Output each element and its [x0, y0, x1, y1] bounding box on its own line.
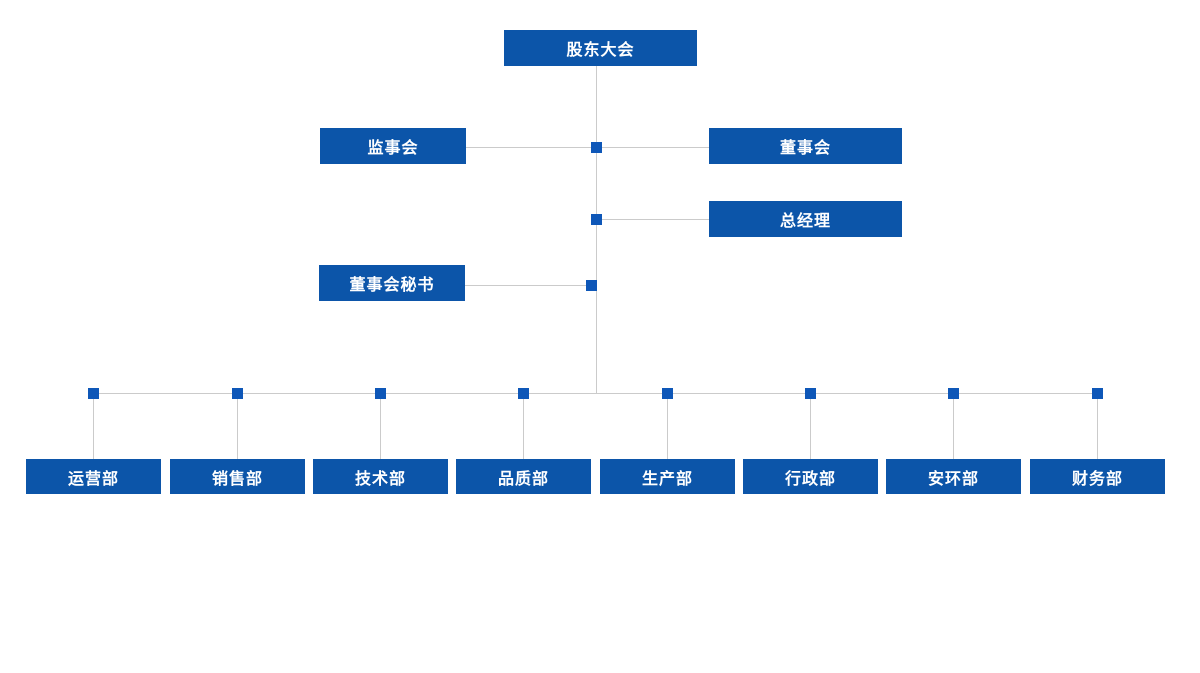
- org-node-dept-technology: 技术部: [313, 459, 448, 494]
- connector-line-row-general-manager: [596, 219, 709, 220]
- connector-line-drop: [810, 393, 811, 459]
- connector-line-drop: [380, 393, 381, 459]
- org-node-label: 安环部: [927, 470, 979, 488]
- org-node-supervisory-board: 监事会: [320, 128, 466, 164]
- junction-node: [586, 280, 597, 291]
- org-node-label: 行政部: [784, 470, 836, 488]
- org-node-label: 总经理: [779, 213, 831, 230]
- org-node-label: 销售部: [211, 470, 263, 488]
- org-node-label: 股东大会: [566, 42, 635, 59]
- connector-line-drop: [93, 393, 94, 459]
- org-node-label: 品质部: [497, 470, 549, 488]
- junction-node: [948, 388, 959, 399]
- org-node-dept-operations: 运营部: [26, 459, 161, 494]
- org-node-label: 运营部: [67, 470, 119, 488]
- org-node-general-manager: 总经理: [709, 201, 902, 237]
- org-node-dept-quality: 品质部: [456, 459, 591, 494]
- org-node-dept-administration: 行政部: [743, 459, 878, 494]
- org-node-board-of-directors: 董事会: [709, 128, 902, 164]
- connector-line-drop: [1097, 393, 1098, 459]
- org-node-label: 财务部: [1071, 470, 1123, 488]
- connector-line-trunk: [596, 65, 597, 393]
- org-node-dept-production: 生产部: [600, 459, 735, 494]
- org-node-label: 技术部: [354, 470, 406, 488]
- junction-node: [1092, 388, 1103, 399]
- org-node-board-secretary: 董事会秘书: [319, 265, 465, 301]
- junction-node: [375, 388, 386, 399]
- org-node-dept-sales: 销售部: [170, 459, 305, 494]
- junction-node: [88, 388, 99, 399]
- junction-node: [591, 214, 602, 225]
- org-node-label: 董事会: [779, 140, 831, 157]
- junction-node: [805, 388, 816, 399]
- junction-node: [591, 142, 602, 153]
- connector-line-row-secretary: [465, 285, 596, 286]
- connector-line-drop: [667, 393, 668, 459]
- junction-node: [518, 388, 529, 399]
- connector-line-row-supervisory-board: [466, 147, 709, 148]
- org-node-label: 生产部: [641, 470, 693, 488]
- connector-line-departments-bus: [93, 393, 1097, 394]
- org-node-shareholders-meeting: 股东大会: [504, 30, 697, 66]
- connector-line-drop: [237, 393, 238, 459]
- org-node-dept-safety-environment: 安环部: [886, 459, 1021, 494]
- connector-line-drop: [953, 393, 954, 459]
- org-node-dept-finance: 财务部: [1030, 459, 1165, 494]
- org-node-label: 董事会秘书: [349, 277, 435, 294]
- junction-node: [232, 388, 243, 399]
- connector-line-drop: [523, 393, 524, 459]
- junction-node: [662, 388, 673, 399]
- org-node-label: 监事会: [367, 140, 419, 157]
